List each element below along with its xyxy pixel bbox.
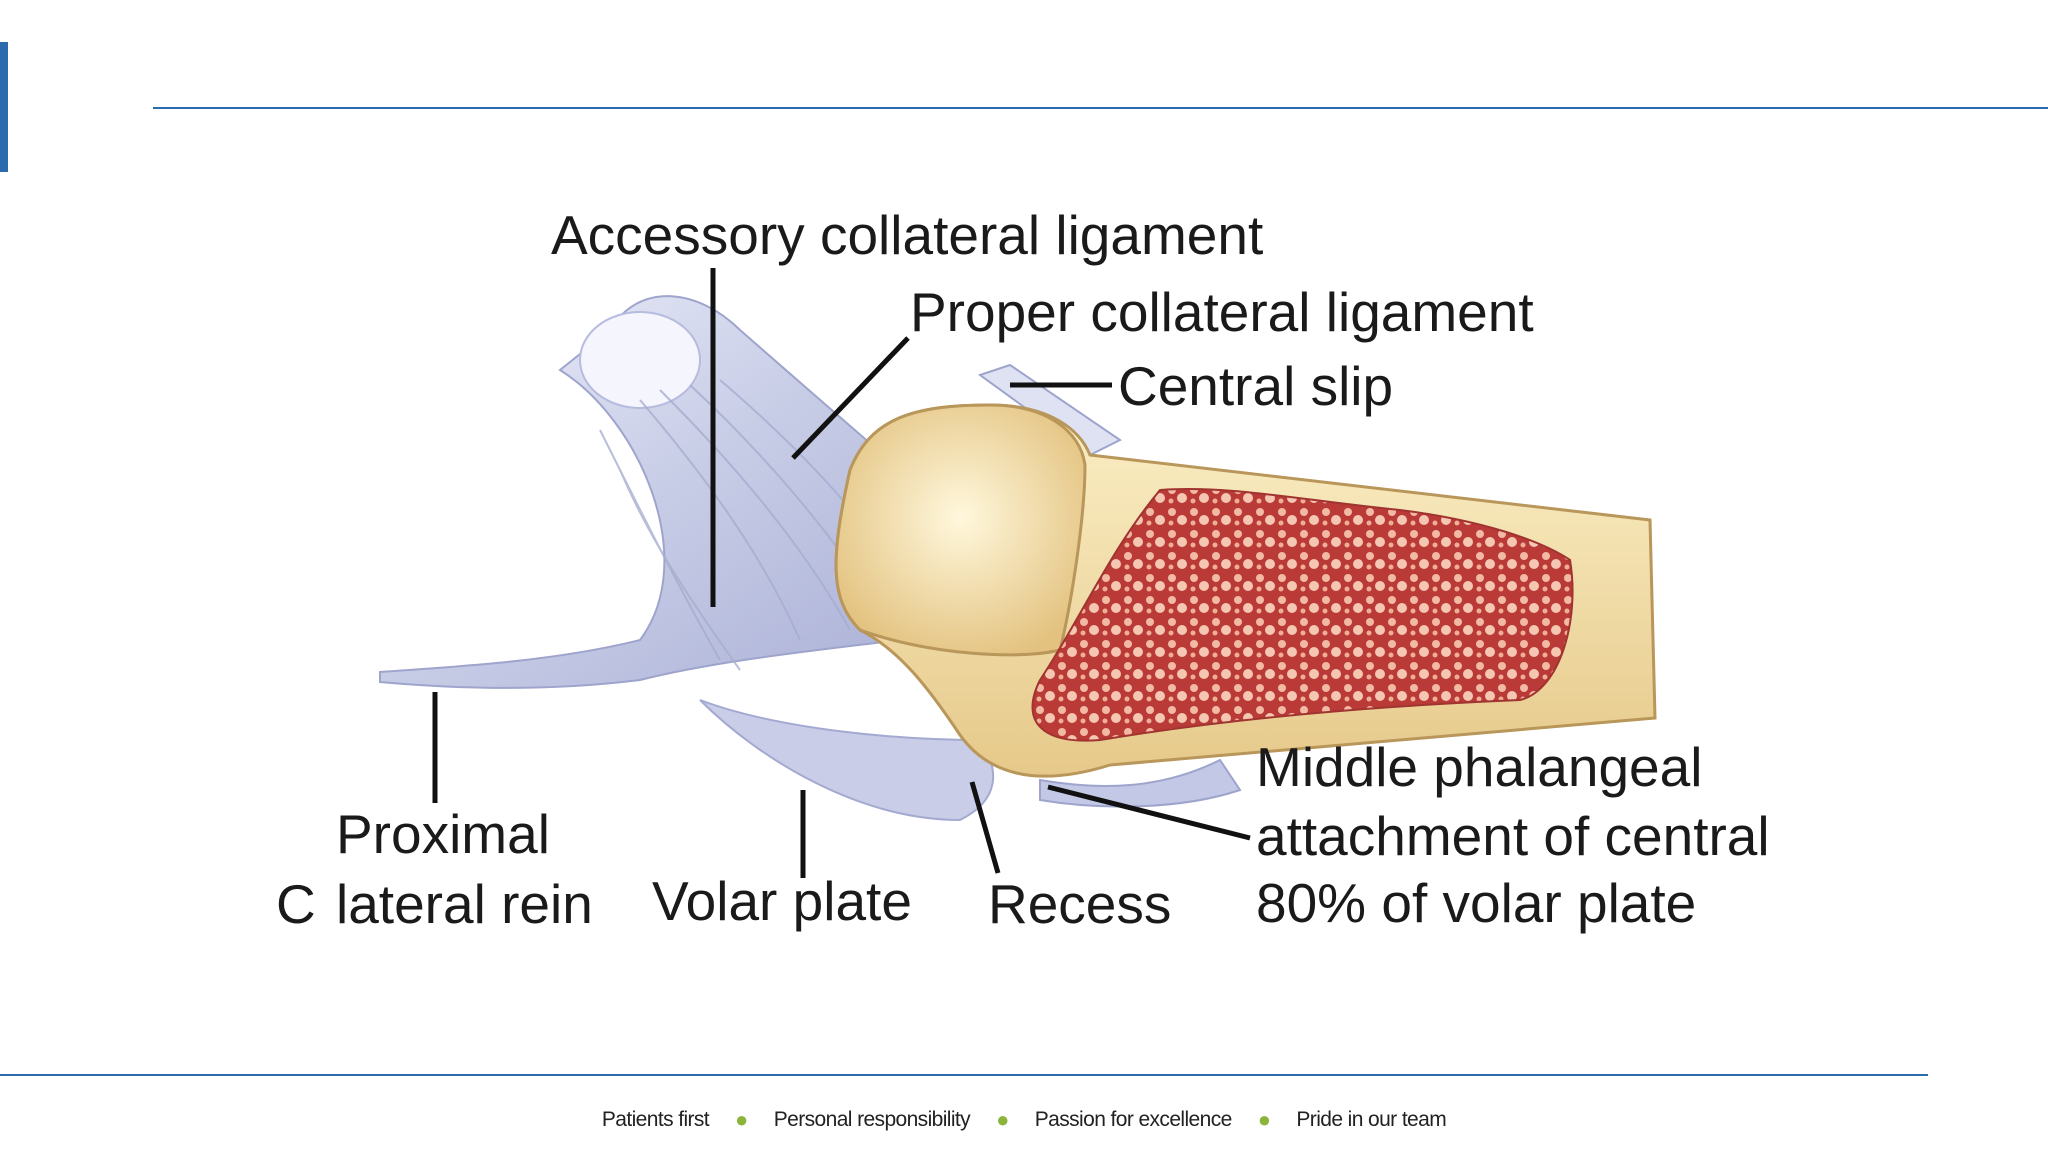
bottom-divider bbox=[0, 1074, 1928, 1076]
footer-value-1: Patients first bbox=[601, 1108, 710, 1131]
label-80-percent-volar-plate: 80% of volar plate bbox=[1256, 872, 1696, 934]
leader-lines bbox=[432, 268, 1251, 878]
label-attachment-of-central: attachment of central bbox=[1256, 805, 1770, 867]
bullet-dot-icon: ● bbox=[1257, 1107, 1271, 1132]
bullet-dot-icon: ● bbox=[735, 1107, 748, 1132]
label-lateral-rein: lateral rein bbox=[336, 873, 593, 935]
label-middle-phalangeal: Middle phalangeal bbox=[1256, 736, 1702, 798]
label-recess: Recess bbox=[988, 873, 1171, 935]
footer-values: Patients first ● Personal responsibility… bbox=[0, 1100, 2048, 1140]
bullet-dot-icon: ● bbox=[996, 1107, 1009, 1132]
label-stray-char: C bbox=[276, 873, 316, 935]
middle-phalanx-bone bbox=[834, 403, 1657, 778]
footer-value-3: Passion for excellence bbox=[1034, 1108, 1233, 1131]
label-accessory-collateral-ligament: Accessory collateral ligament bbox=[551, 204, 1263, 266]
footer-value-4: Pride in our team bbox=[1296, 1108, 1447, 1131]
label-central-slip: Central slip bbox=[1118, 355, 1393, 417]
slide-accent-bar bbox=[0, 42, 8, 172]
label-volar-plate: Volar plate bbox=[652, 870, 912, 932]
footer-value-2: Personal responsibility bbox=[773, 1108, 971, 1131]
label-proper-collateral-ligament: Proper collateral ligament bbox=[910, 281, 1534, 343]
label-proximal: Proximal bbox=[336, 803, 550, 865]
top-divider bbox=[153, 107, 2048, 109]
